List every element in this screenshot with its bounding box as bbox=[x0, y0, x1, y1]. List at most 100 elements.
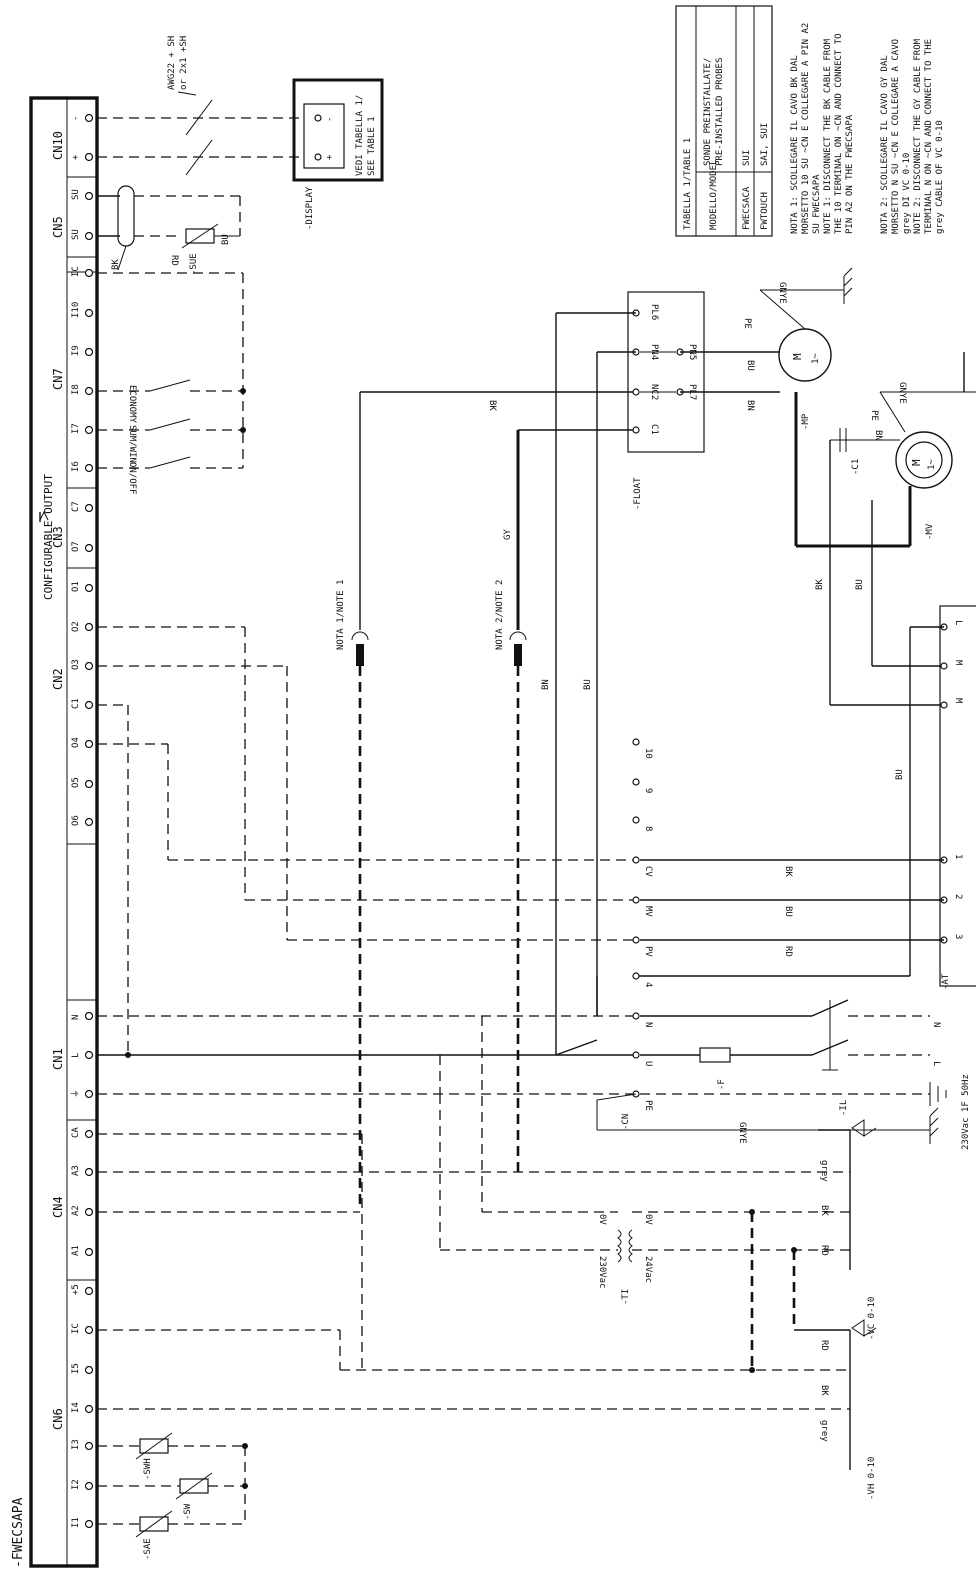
fan-motor-mv: M 1~ -MV BN -C1 BK BU PE GNYE bbox=[794, 352, 976, 706]
pin-cn3-o7 bbox=[84, 543, 94, 553]
display-pin-plus: + bbox=[325, 154, 335, 160]
connector-dividers bbox=[67, 176, 97, 1281]
pin-label: ⏚ bbox=[70, 1089, 81, 1098]
cn-label: -CN bbox=[621, 1114, 631, 1130]
c1-label: -C1 bbox=[851, 459, 861, 475]
pin-cn6-i2 bbox=[84, 1481, 94, 1491]
cn2-outputs bbox=[97, 626, 636, 1055]
pin-cn2-o5 bbox=[84, 779, 94, 789]
motor-phase-label: 1~ bbox=[811, 353, 821, 364]
controller-fwecsapa: -FWECSAPA bbox=[11, 96, 99, 1568]
at-pin: 1 bbox=[953, 854, 963, 859]
v230-label: 230Vac bbox=[597, 1256, 607, 1289]
pin-label: SU bbox=[71, 229, 81, 240]
wire-grey-label: grey bbox=[819, 1160, 829, 1182]
wire-bk-label: BK bbox=[819, 1385, 829, 1396]
economy-label: ECONOMY bbox=[127, 385, 137, 424]
note-cables: BK NOTA 1/NOTE 1 GY NOTA 2/NOTE 2 bbox=[336, 391, 636, 1210]
swh-label: -SWH bbox=[143, 1458, 153, 1480]
sue-label: -SUE bbox=[189, 253, 199, 275]
note2-line: grey DI VC 0-10 bbox=[902, 153, 912, 234]
motor-phase-label: 1~ bbox=[927, 459, 937, 470]
v24-label: 24Vac bbox=[643, 1256, 653, 1283]
pin-cn6-ic bbox=[84, 1325, 94, 1335]
pin-label: I2 bbox=[71, 1479, 81, 1490]
gnye-label: GNYE bbox=[737, 1122, 747, 1144]
cn3-label: CN3 bbox=[51, 526, 65, 548]
note2-line: NOTA 2: SCOLLEGARE IL CAVO GY DAL bbox=[880, 55, 890, 234]
display-note-2: SEE TABLE 1 bbox=[367, 116, 377, 176]
note2-line: grey CABLE OF VC 0-10 bbox=[935, 120, 945, 234]
wire-bk-label: BK bbox=[819, 1205, 829, 1216]
pin-cn4-a3 bbox=[84, 1167, 94, 1177]
cn6-probes: -SWH -SW -SAE bbox=[97, 1329, 850, 1560]
wire-bn-label: BN bbox=[745, 400, 755, 411]
pin-cn6-i5 bbox=[84, 1365, 94, 1375]
table-row-model: FWECSACA bbox=[742, 186, 752, 230]
cn7-inputs: ECONOMY SUM/WIN ON/OFF bbox=[97, 272, 246, 495]
at-pin: M bbox=[953, 698, 963, 704]
wire-bk-label: BK bbox=[815, 579, 825, 590]
wire-bu-label: BU bbox=[783, 906, 793, 917]
terminal-number: 9 bbox=[643, 788, 653, 793]
terminal-label: U bbox=[643, 1061, 653, 1066]
pin-label: C7 bbox=[71, 501, 81, 512]
pin-cn7-i6 bbox=[84, 463, 94, 473]
pin-cn7-i7 bbox=[84, 425, 94, 435]
pin-cn5-su1 bbox=[84, 191, 94, 201]
pin-label: I8 bbox=[71, 384, 81, 395]
pin-cn6-i4 bbox=[84, 1404, 94, 1414]
note1-line: MORSETTO 10 SU ~CN E COLLEGARE A PIN A2 bbox=[801, 23, 811, 234]
supply-label: 230Vac 1F 50Hz bbox=[961, 1074, 971, 1150]
table-header-probes-2: PRE-INSTALLED PROBES bbox=[715, 58, 725, 166]
table-row-model: FWTOUCH bbox=[760, 192, 770, 230]
terminal-n: N bbox=[931, 1022, 941, 1027]
at-pin: 3 bbox=[953, 934, 963, 939]
terminal-label: MV bbox=[643, 906, 653, 917]
terminal-block-cn: 10 9 8 CV MV PV 4 N U PE -CN GNYE bbox=[596, 738, 939, 1144]
pin-label: I6 bbox=[71, 461, 81, 472]
pin-cn7-ic bbox=[84, 268, 94, 278]
note1-line: PIN A2 ON THE FWECSAPA bbox=[845, 114, 855, 234]
valve-connections bbox=[287, 1209, 850, 1410]
valve-vc: grey BK RD -VC 0-10 bbox=[818, 1119, 877, 1340]
table-title: TABELLA 1/TABLE 1 bbox=[683, 138, 693, 230]
pin-label: O6 bbox=[71, 815, 81, 826]
pin-label: O1 bbox=[71, 581, 81, 592]
pin-label: O4 bbox=[71, 737, 81, 748]
note2-line: NOTE 2: DISCONNECT THE GY CABLE FROM bbox=[913, 38, 923, 234]
pin-cn2-o3 bbox=[84, 661, 94, 671]
pin-label: - bbox=[71, 116, 81, 121]
pin-label: + bbox=[71, 154, 81, 160]
pin-cn7-i9 bbox=[84, 347, 94, 357]
at-label: -AT bbox=[941, 973, 951, 990]
pin-cn6-5v bbox=[84, 1286, 94, 1296]
pin-cn2-o6 bbox=[84, 817, 94, 827]
fuse-label: -F bbox=[717, 1079, 727, 1090]
wire-rd-label: RD bbox=[169, 255, 179, 266]
wire-bn-label: BN bbox=[541, 679, 551, 690]
wire-rd-label: RD bbox=[819, 1245, 829, 1256]
float-wire-bk: BK bbox=[487, 400, 497, 411]
terminal-l: L bbox=[931, 1061, 941, 1066]
wire-bu-label: BU bbox=[895, 769, 905, 780]
float-label: -FLOAT bbox=[633, 477, 643, 510]
cn1-label: CN1 bbox=[51, 1048, 65, 1070]
pin-label: CA bbox=[71, 1127, 81, 1138]
display-name: -DISPLAY bbox=[305, 186, 315, 230]
notes: NOTA 1: SCOLLEGARE IL CAVO BK DAL MORSET… bbox=[790, 23, 945, 234]
pin-label: I5 bbox=[71, 1363, 81, 1374]
wire-bk-label: BK bbox=[783, 866, 793, 877]
cn1-power bbox=[97, 1015, 636, 1095]
note2-tag: NOTA 2/NOTE 2 bbox=[495, 580, 505, 650]
cn10-label: CN10 bbox=[51, 131, 65, 160]
pin-label: L bbox=[71, 1053, 81, 1058]
pin-label: I7 bbox=[71, 423, 81, 434]
note2-line: TERMINAL N ON ~CN AND CONNECT TO THE bbox=[924, 39, 934, 234]
wire-bk-label: BK bbox=[111, 259, 121, 270]
cable-note-line2: or 2x1 +SH bbox=[179, 36, 189, 90]
pin-cn4-a1 bbox=[84, 1247, 94, 1257]
wire-grey-label: grey bbox=[819, 1420, 829, 1442]
